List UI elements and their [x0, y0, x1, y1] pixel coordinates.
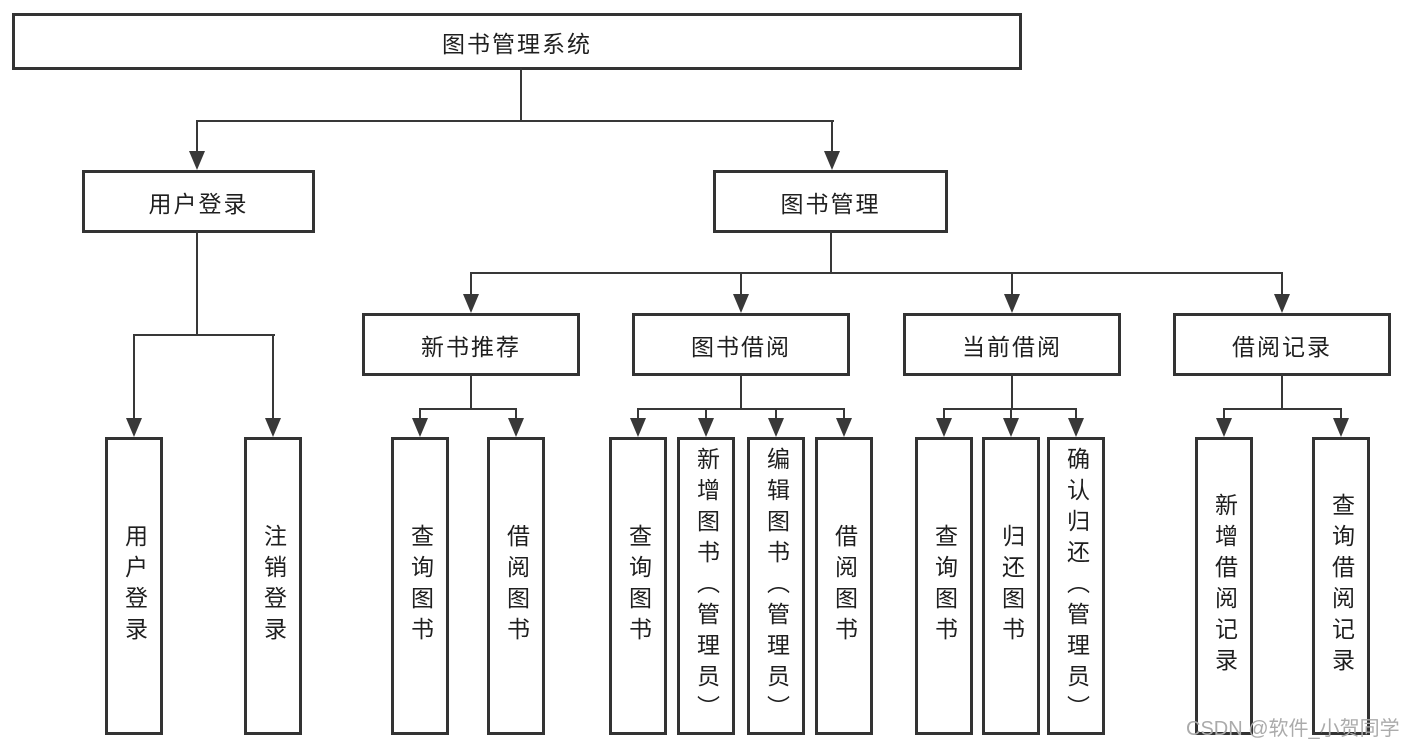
arrowhead-down	[768, 418, 784, 437]
arrowhead-down	[733, 294, 749, 313]
connector-line	[637, 408, 639, 421]
leaf-add-book-admin-label: 新增图书（管理员）	[693, 446, 720, 726]
connector-line	[740, 374, 742, 410]
arrowhead-down	[463, 294, 479, 313]
node-new-book-recommend: 新书推荐	[362, 313, 580, 376]
node-book-borrowing-label: 图书借阅	[691, 333, 791, 360]
leaf-logout: 注销登录	[244, 437, 302, 735]
connector-line	[740, 272, 742, 296]
connector-line	[133, 334, 135, 420]
arrowhead-down	[189, 151, 205, 170]
node-current-borrowing-label: 当前借阅	[962, 333, 1062, 360]
leaf-borrow-books-recommend-label: 借阅图书	[503, 524, 530, 648]
leaf-query-borrow-record-label: 查询借阅记录	[1328, 493, 1355, 679]
connector-line	[705, 408, 707, 421]
node-root: 图书管理系统	[12, 13, 1022, 70]
connector-line	[1075, 408, 1077, 421]
connector-line	[515, 408, 517, 421]
connector-line	[943, 408, 945, 421]
arrowhead-down	[1068, 418, 1084, 437]
connector-line	[196, 231, 198, 336]
leaf-query-books-current: 查询图书	[915, 437, 973, 735]
node-book-management-label: 图书管理	[780, 190, 881, 217]
arrowhead-down	[936, 418, 952, 437]
leaf-logout-label: 注销登录	[260, 524, 287, 648]
leaf-query-books-recommend: 查询图书	[391, 437, 449, 735]
arrowhead-down	[265, 418, 281, 437]
connector-line	[272, 334, 274, 420]
connector-line	[637, 408, 845, 410]
connector-line	[1011, 374, 1013, 410]
leaf-query-borrow-record: 查询借阅记录	[1312, 437, 1370, 735]
arrowhead-down	[126, 418, 142, 437]
node-borrow-records: 借阅记录	[1173, 313, 1391, 376]
arrowhead-down	[630, 418, 646, 437]
leaf-edit-book-admin: 编辑图书（管理员）	[747, 437, 805, 735]
connector-line	[831, 120, 833, 154]
node-borrow-records-label: 借阅记录	[1232, 333, 1332, 360]
arrowhead-down	[836, 418, 852, 437]
leaf-edit-book-admin-label: 编辑图书（管理员）	[763, 446, 790, 726]
node-new-book-recommend-label: 新书推荐	[421, 333, 521, 360]
connector-line	[1223, 408, 1225, 421]
connector-line	[470, 272, 1283, 274]
watermark: CSDN @软件_小贺同学	[1186, 718, 1400, 740]
connector-line	[1011, 272, 1013, 296]
leaf-query-books-current-label: 查询图书	[931, 524, 958, 648]
leaf-query-books-borrowing-label: 查询图书	[625, 524, 652, 648]
connector-line	[1281, 272, 1283, 296]
connector-line	[470, 272, 472, 296]
arrowhead-down	[1003, 418, 1019, 437]
node-current-borrowing: 当前借阅	[903, 313, 1121, 376]
leaf-borrow-books-recommend: 借阅图书	[487, 437, 545, 735]
leaf-borrow-books-borrowing-label: 借阅图书	[831, 524, 858, 648]
leaf-return-book: 归还图书	[982, 437, 1040, 735]
arrowhead-down	[412, 418, 428, 437]
arrowhead-down	[1004, 294, 1020, 313]
node-book-borrowing: 图书借阅	[632, 313, 850, 376]
leaf-borrow-books-borrowing: 借阅图书	[815, 437, 873, 735]
connector-line	[520, 68, 522, 122]
leaf-return-book-label: 归还图书	[998, 524, 1025, 648]
node-user-login: 用户登录	[82, 170, 315, 233]
connector-line	[196, 120, 198, 154]
leaf-add-book-admin: 新增图书（管理员）	[677, 437, 735, 735]
node-user-login-label: 用户登录	[148, 190, 249, 217]
leaf-add-borrow-record: 新增借阅记录	[1195, 437, 1253, 735]
connector-line	[1010, 408, 1012, 421]
arrowhead-down	[1274, 294, 1290, 313]
arrowhead-down	[508, 418, 524, 437]
connector-line	[1223, 408, 1342, 410]
connector-line	[470, 374, 472, 410]
connector-line	[775, 408, 777, 421]
connector-line	[419, 408, 517, 410]
connector-line	[843, 408, 845, 421]
node-root-label: 图书管理系统	[442, 30, 592, 57]
connector-line	[419, 408, 421, 421]
leaf-user-login: 用户登录	[105, 437, 163, 735]
leaf-add-borrow-record-label: 新增借阅记录	[1211, 493, 1238, 679]
connector-line	[1340, 408, 1342, 421]
arrowhead-down	[1333, 418, 1349, 437]
leaf-query-books-borrowing: 查询图书	[609, 437, 667, 735]
arrowhead-down	[698, 418, 714, 437]
leaf-confirm-return-admin: 确认归还（管理员）	[1047, 437, 1105, 735]
arrowhead-down	[824, 151, 840, 170]
arrowhead-down	[1216, 418, 1232, 437]
connector-line	[1281, 374, 1283, 410]
node-book-management: 图书管理	[713, 170, 948, 233]
leaf-user-login-label: 用户登录	[121, 524, 148, 648]
leaf-query-books-recommend-label: 查询图书	[407, 524, 434, 648]
connector-line	[197, 120, 834, 122]
connector-line	[830, 231, 832, 274]
leaf-confirm-return-admin-label: 确认归还（管理员）	[1063, 446, 1090, 726]
connector-line	[133, 334, 275, 336]
